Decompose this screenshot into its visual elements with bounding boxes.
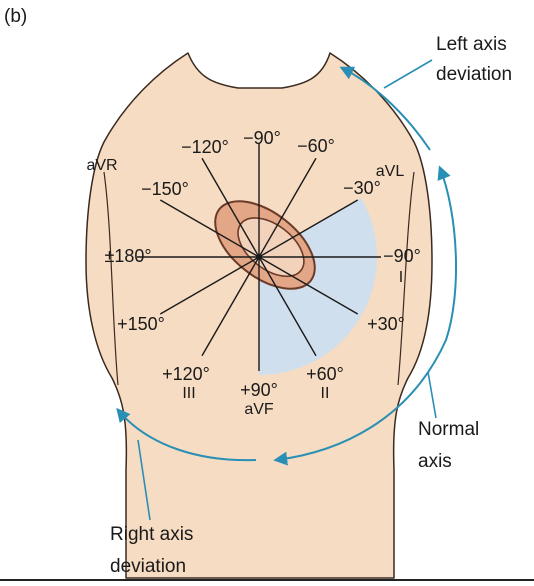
left-axis-deviation-arrow bbox=[339, 66, 431, 151]
normal-axis-arrow bbox=[273, 165, 458, 466]
normal-axis-line1: Normal bbox=[418, 419, 479, 440]
lead-label-I: I bbox=[399, 269, 403, 286]
lead-label-aVF: aVF bbox=[244, 401, 274, 418]
axis-spoke bbox=[201, 256, 260, 357]
right-axis-deviation-line1: Right axis bbox=[110, 524, 193, 545]
normal-axis-line2: axis bbox=[418, 451, 452, 472]
axis-label-plus90: +90° bbox=[240, 380, 278, 400]
right-axis-deviation-arrow bbox=[116, 407, 257, 462]
axis-label-lead-I: −90° bbox=[383, 246, 421, 266]
lead-label-aVR: aVR bbox=[86, 157, 117, 174]
left-axis-leader bbox=[383, 59, 433, 89]
axis-label-plus150: +150° bbox=[117, 314, 165, 334]
axis-label-plus60: +60° bbox=[306, 364, 344, 384]
axis-label-minus60: −60° bbox=[297, 136, 335, 156]
axis-label-minus120: −120° bbox=[181, 137, 229, 157]
bottom-rule bbox=[0, 579, 534, 581]
axis-label-180: ±180° bbox=[104, 246, 151, 266]
normal-axis-leader bbox=[427, 371, 437, 419]
panel-label: (b) bbox=[4, 6, 27, 27]
left-arm-line bbox=[103, 171, 119, 386]
axis-spoke bbox=[159, 256, 260, 315]
right-axis-deviation-line2: deviation bbox=[110, 556, 186, 577]
axis-spoke bbox=[201, 157, 260, 258]
lead-label-aVL: aVL bbox=[376, 163, 405, 180]
right-axis-leader bbox=[137, 439, 151, 521]
axis-label-minus30: −30° bbox=[343, 178, 381, 198]
left-axis-deviation-line1: Left axis bbox=[436, 34, 507, 55]
lead-label-II: II bbox=[321, 385, 330, 402]
left-axis-deviation-line2: deviation bbox=[436, 64, 512, 85]
axis-label-plus120: +120° bbox=[162, 364, 210, 384]
axis-spoke bbox=[159, 199, 260, 258]
lead-label-III: III bbox=[182, 385, 195, 402]
axis-center-dot bbox=[256, 254, 262, 260]
axis-label-minus90: −90° bbox=[243, 128, 281, 148]
axis-label-plus30: +30° bbox=[367, 314, 405, 334]
axis-label-minus150: −150° bbox=[141, 179, 189, 199]
